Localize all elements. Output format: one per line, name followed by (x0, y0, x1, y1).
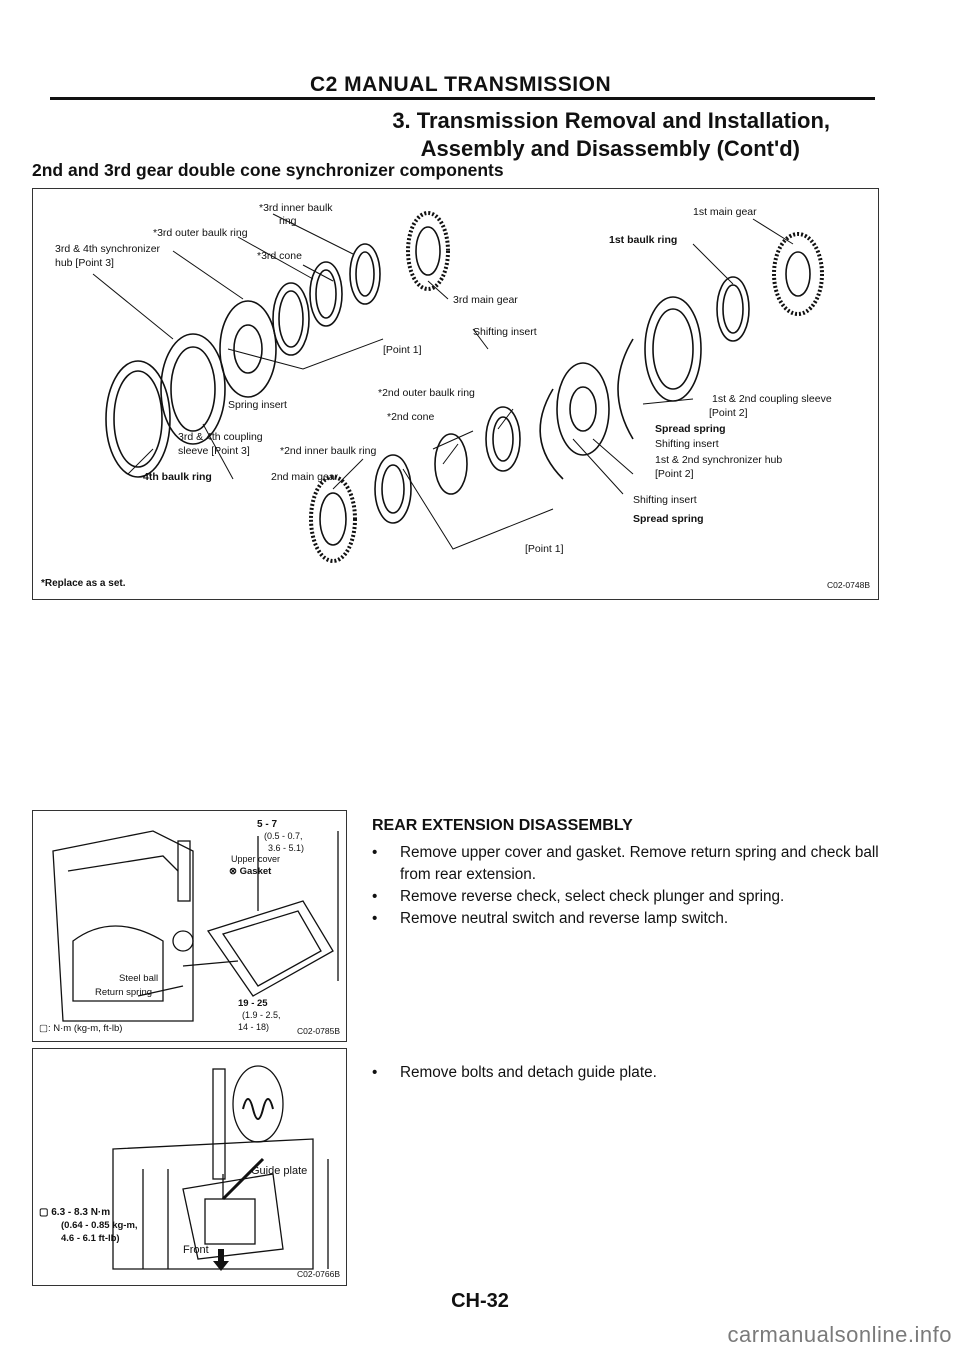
label-guide-plate: Guide plate (251, 1165, 308, 1177)
label-torque-bottom-b: (1.9 - 2.5, (242, 1010, 281, 1020)
list-item: • Remove neutral switch and reverse lamp … (368, 908, 888, 930)
label-outer-baulk-2nd: *2nd outer baulk ring (378, 387, 475, 399)
label-upper-cover: Upper cover (231, 854, 281, 864)
label-shifting-insert-top: Shifting insert (473, 326, 537, 338)
header-rule (50, 97, 875, 100)
label-front: Front (183, 1244, 209, 1256)
coupling-sleeve-34-shape (160, 333, 226, 445)
synchronizer-exploded-diagram: *3rd inner baulk ring *3rd outer baulk r… (32, 188, 879, 600)
main-gear-1st-shape (772, 232, 824, 316)
synchro-hub-12-shape (556, 362, 610, 456)
baulk-ring-1st-shape (716, 276, 750, 342)
label-torque-bottom-c: 14 - 18) (238, 1022, 270, 1032)
label-torque-guide-c: 4.6 - 6.1 ft-lb) (61, 1233, 120, 1244)
label-shifting-insert-bottom: Shifting insert (633, 494, 697, 506)
label-outer-baulk-3rd: *3rd outer baulk ring (153, 227, 248, 239)
label-point1-top: [Point 1] (383, 344, 422, 356)
list-item: • Remove upper cover and gasket. Remove r… (368, 842, 888, 886)
label-inner-baulk-3rd-ring: ring (279, 215, 297, 227)
bullet-icon: • (372, 1064, 378, 1081)
label-spread-spring-bottom: Spread spring (633, 513, 704, 525)
label-units-text: : N·m (kg-m, ft-lb) (47, 1023, 123, 1034)
label-torque-guide: ▢ 6.3 - 8.3 N·m (39, 1207, 111, 1218)
label-torque-top-b: (0.5 - 0.7, (264, 831, 303, 841)
label-gasket-text: Gasket (239, 866, 272, 877)
label-torque-guide-b: (0.64 - 0.85 kg-m, (61, 1220, 138, 1231)
label-spring-insert: Spring insert (228, 399, 287, 411)
label-torque-top: 5 - 7 (257, 819, 278, 830)
rear-extension-steps: • Remove upper cover and gasket. Remove r… (368, 842, 888, 930)
step-text: Remove reverse check, select check plung… (400, 888, 785, 905)
label-main-gear-2nd: 2nd main gear (271, 471, 339, 483)
label-synchro-hub-12: 1st & 2nd synchronizer hub (655, 454, 783, 466)
list-item: • Remove bolts and detach guide plate. (368, 1062, 888, 1084)
label-inner-baulk-2nd: *2nd inner baulk ring (280, 445, 377, 457)
page-subtitle-line1: 3. Transmission Removal and Installation… (392, 108, 830, 133)
label-coupling-34-b: sleeve [Point 3] (178, 445, 250, 457)
bullet-icon: • (372, 888, 378, 905)
outer-baulk-2nd-shape (485, 406, 521, 472)
guide-plate-sketch (112, 1065, 329, 1271)
page-number: CH-32 (451, 1290, 509, 1312)
page-header-title: C2 MANUAL TRANSMISSION (310, 73, 612, 96)
list-item: • Remove reverse check, select check plun… (368, 886, 888, 908)
bullet-icon: • (372, 844, 378, 861)
section-title: 2nd and 3rd gear double cone synchronize… (32, 160, 504, 180)
rear-extension-sketch (52, 830, 339, 1022)
label-coupling-34: 3rd & 4th coupling (178, 431, 263, 443)
upper-cover-shape (206, 900, 334, 997)
guide-plate-drawing: Guide plate ▢ 6.3 - 8.3 N·m (0.64 - 0.85… (32, 1048, 347, 1286)
cone-3rd-shape (309, 261, 343, 327)
label-main-gear-3rd: 3rd main gear (453, 294, 518, 306)
label-baulk-1st: 1st baulk ring (609, 234, 678, 246)
inner-baulk-2nd-shape (374, 454, 412, 524)
label-synchro-hub-34: 3rd & 4th synchronizer (55, 243, 161, 255)
label-return-spring: Return spring (95, 987, 153, 998)
label-torque-guide-text: 6.3 - 8.3 N·m (51, 1207, 111, 1218)
page-subtitle-line2: Assembly and Disassembly (Cont'd) (420, 136, 800, 161)
label-torque-top-c: 3.6 - 5.1) (268, 843, 305, 853)
outer-baulk-3rd-shape (272, 282, 310, 356)
step-text: Remove bolts and detach guide plate. (400, 1064, 657, 1081)
figure3-code: C02-0766B (296, 1269, 340, 1279)
label-synchro-hub-34-b: hub [Point 3] (55, 257, 114, 269)
label-cone-3rd: *3rd cone (257, 250, 302, 262)
label-coupling-12: 1st & 2nd coupling sleeve (712, 393, 832, 405)
label-baulk-4th: 4th baulk ring (143, 471, 212, 483)
step-text: Remove neutral switch and reverse lamp s… (400, 910, 729, 927)
label-main-gear-1st: 1st main gear (693, 206, 757, 218)
bullet-icon: • (372, 910, 378, 927)
rear-extension-drawing: 5 - 7 (0.5 - 0.7, 3.6 - 5.1) Upper cover… (32, 810, 347, 1042)
label-spread-spring-top: Spread spring (655, 423, 726, 435)
watermark: carmanualsonline.info (727, 1322, 952, 1347)
label-synchro-hub-12-point: [Point 2] (655, 468, 694, 480)
label-inner-baulk-3rd: *3rd inner baulk (259, 202, 333, 214)
synchronizer-drawing (92, 211, 824, 563)
label-point1-bottom: [Point 1] (525, 543, 564, 555)
main-gear-2nd-shape (309, 475, 357, 563)
label-steel-ball: Steel ball (119, 973, 159, 984)
figure1-code: C02-0748B (826, 580, 870, 590)
guide-plate-steps: • Remove bolts and detach guide plate. (368, 1062, 888, 1084)
label-shifting-insert-mid: Shifting insert (655, 438, 719, 450)
label-torque-bottom: 19 - 25 (238, 998, 268, 1009)
inner-baulk-3rd-shape (349, 243, 381, 305)
label-units: ▢: N·m (kg-m, ft-lb) (39, 1023, 123, 1034)
baulk-ring-4th-shape (105, 360, 171, 478)
synchro-hub-34-shape (219, 300, 277, 398)
cone-2nd-shape (434, 433, 468, 495)
figure2-code: C02-0785B (296, 1026, 340, 1036)
main-gear-3rd-shape (406, 211, 450, 291)
label-replace-note: *Replace as a set. (41, 578, 126, 589)
label-coupling-12-point: [Point 2] (709, 407, 748, 419)
rear-extension-title: REAR EXTENSION DISASSEMBLY (372, 817, 633, 834)
label-cone-2nd: *2nd cone (387, 411, 435, 423)
step-text: Remove upper cover and gasket. Remove re… (400, 844, 879, 883)
label-gasket: ⊗ Gasket (229, 866, 272, 877)
